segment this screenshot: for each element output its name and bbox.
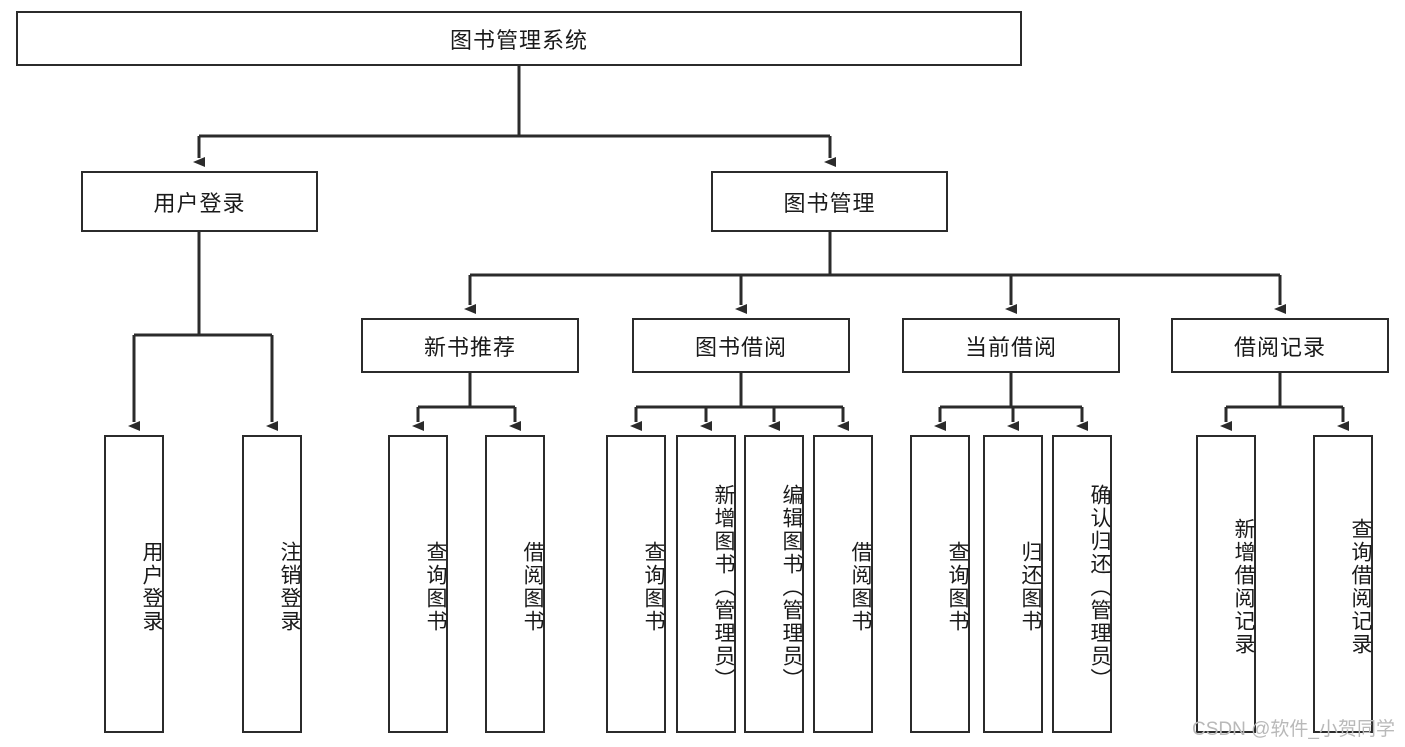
leaf-add-book-admin[interactable]: 新增图书（管理员） bbox=[676, 435, 736, 733]
node-book-borrow[interactable]: 图书借阅 bbox=[632, 318, 850, 373]
leaf-borrow-book-2[interactable]: 借阅图书 bbox=[813, 435, 873, 733]
node-label: 查询图书 bbox=[946, 541, 969, 633]
node-label: 新书推荐 bbox=[423, 334, 516, 360]
leaf-user-login[interactable]: 用户登录 bbox=[104, 435, 164, 733]
node-label: 新增借阅记录 bbox=[1232, 518, 1255, 656]
leaf-query-book-3[interactable]: 查询图书 bbox=[910, 435, 970, 733]
node-label: 查询图书 bbox=[424, 541, 447, 633]
node-label: 图书管理 bbox=[783, 190, 876, 216]
leaf-add-borrow-record[interactable]: 新增借阅记录 bbox=[1196, 435, 1256, 733]
leaf-edit-book-admin[interactable]: 编辑图书（管理员） bbox=[744, 435, 804, 733]
node-label: 图书管理系统 bbox=[449, 27, 588, 53]
node-label: 编辑图书（管理员） bbox=[780, 483, 803, 691]
leaf-query-borrow-record[interactable]: 查询借阅记录 bbox=[1313, 435, 1373, 733]
node-label: 借阅记录 bbox=[1233, 334, 1326, 360]
leaf-confirm-return-admin[interactable]: 确认归还（管理员） bbox=[1052, 435, 1112, 733]
node-label: 注销登录 bbox=[278, 541, 301, 633]
node-root[interactable]: 图书管理系统 bbox=[16, 11, 1022, 66]
node-label: 图书借阅 bbox=[694, 334, 787, 360]
node-label: 查询图书 bbox=[642, 541, 665, 633]
node-label: 借阅图书 bbox=[849, 541, 872, 633]
node-book-manage[interactable]: 图书管理 bbox=[711, 171, 948, 232]
leaf-return-book[interactable]: 归还图书 bbox=[983, 435, 1043, 733]
node-label: 归还图书 bbox=[1019, 541, 1042, 633]
node-label: 新增图书（管理员） bbox=[712, 483, 735, 691]
node-label: 借阅图书 bbox=[521, 541, 544, 633]
node-label: 确认归还（管理员） bbox=[1088, 483, 1111, 691]
leaf-borrow-book-1[interactable]: 借阅图书 bbox=[485, 435, 545, 733]
node-label: 用户登录 bbox=[153, 190, 246, 216]
node-current-borrow[interactable]: 当前借阅 bbox=[902, 318, 1120, 373]
node-label: 查询借阅记录 bbox=[1349, 518, 1372, 656]
node-label: 用户登录 bbox=[140, 541, 163, 633]
leaf-query-book-2[interactable]: 查询图书 bbox=[606, 435, 666, 733]
node-user-login[interactable]: 用户登录 bbox=[81, 171, 318, 232]
node-new-book-recommend[interactable]: 新书推荐 bbox=[361, 318, 579, 373]
leaf-query-book-1[interactable]: 查询图书 bbox=[388, 435, 448, 733]
csdn-watermark: CSDN @软件_小贺同学 bbox=[1192, 719, 1395, 740]
leaf-user-logout[interactable]: 注销登录 bbox=[242, 435, 302, 733]
node-label: 当前借阅 bbox=[964, 334, 1057, 360]
node-borrow-record[interactable]: 借阅记录 bbox=[1171, 318, 1389, 373]
